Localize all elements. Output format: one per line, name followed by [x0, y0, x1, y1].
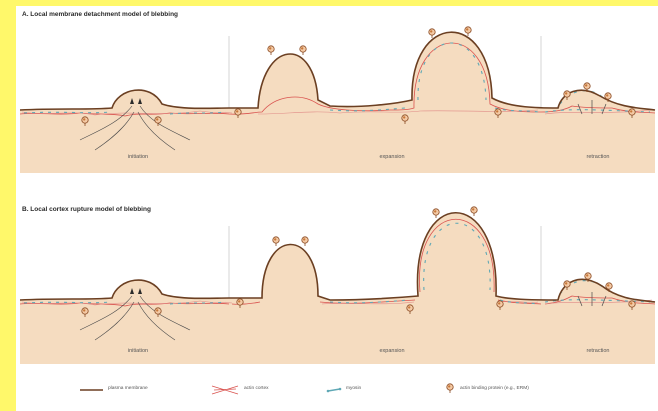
- stage-label-a-initiation: initiation: [128, 154, 148, 160]
- stage-label-a-retraction: retraction: [587, 154, 610, 160]
- stage-label-b-retraction: retraction: [587, 348, 610, 354]
- abp-a-4: [300, 46, 306, 55]
- panel-b-drawing: [20, 207, 655, 364]
- stage-label-a-expansion: expansion: [379, 154, 404, 160]
- abp-b-8: [471, 207, 477, 216]
- legend-label-actin-binding-protein: actin binding protein (e.g., ERM): [460, 386, 529, 391]
- cytoplasm-b: [20, 213, 655, 364]
- abp-b-3: [273, 237, 279, 246]
- plasma-membrane-b: [20, 213, 655, 302]
- panel-a-title: A. Local membrane detachment model of bl…: [22, 11, 178, 18]
- plasma-membrane-a: [20, 32, 655, 110]
- actin-binding-protein-icon: [447, 384, 453, 393]
- stage-label-b-expansion: expansion: [379, 348, 404, 354]
- abp-b-7: [433, 209, 439, 218]
- abp-a-3: [268, 46, 274, 55]
- panel-b-title: B. Local cortex rupture model of blebbin…: [22, 206, 151, 213]
- abp-a-7: [429, 29, 435, 38]
- legend-label-actin-cortex: actin cortex: [244, 386, 269, 391]
- legend-label-myosin: myosin: [346, 386, 361, 391]
- actin-cortex-icon: [212, 386, 238, 394]
- myosin-icon: [327, 388, 342, 393]
- abp-b-4: [302, 237, 308, 246]
- panel-a-drawing: [20, 27, 655, 173]
- abp-a-8: [465, 27, 471, 36]
- stage-label-b-initiation: initiation: [128, 348, 148, 354]
- legend-label-plasma-membrane: plasma membrane: [108, 386, 148, 391]
